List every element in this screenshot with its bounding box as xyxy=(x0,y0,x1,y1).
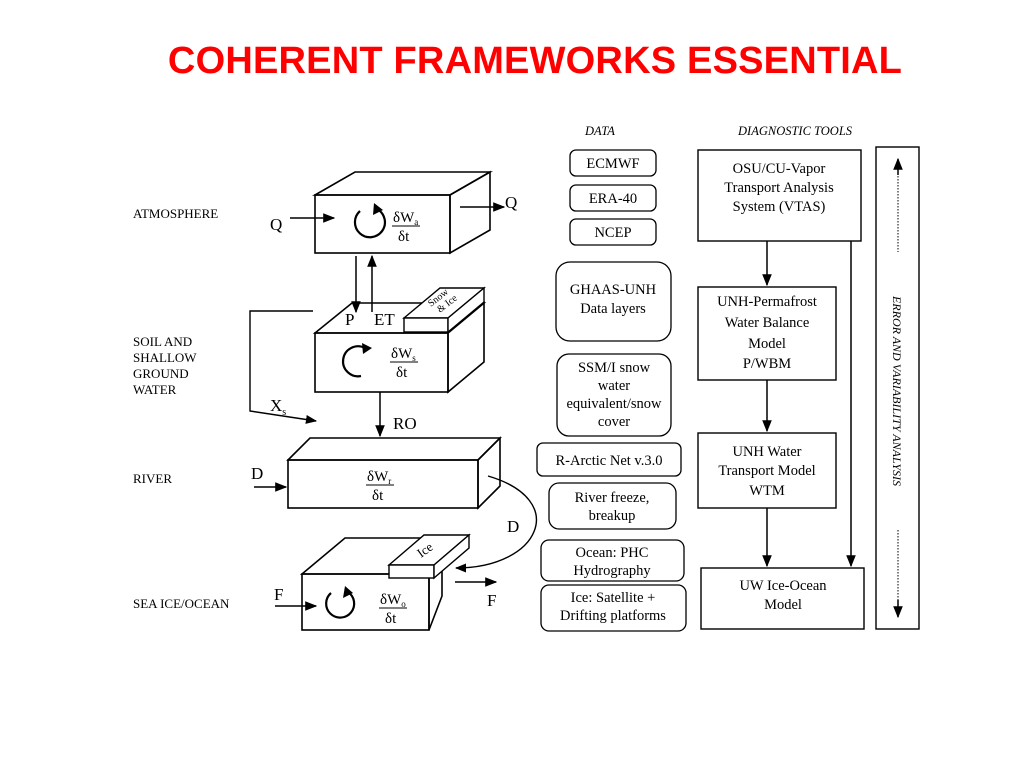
storage-river-num: δWr xyxy=(367,469,391,486)
tool-box-uw xyxy=(700,567,865,630)
tool-pwbm-line: P/WBM xyxy=(743,356,791,372)
data-box-ocean-phc xyxy=(540,539,685,582)
tool-vtas-line: Transport Analysis xyxy=(724,180,834,196)
storage-soil-den: δt xyxy=(396,365,408,381)
data-ncep: NCEP xyxy=(594,225,631,241)
storage-river-den: δt xyxy=(372,488,384,504)
flux-f-in: F xyxy=(274,585,283,604)
arrow-xs xyxy=(249,310,318,424)
data-ghaas-line: Data layers xyxy=(580,301,646,317)
cycle-icon xyxy=(341,343,372,378)
data-ghaas-line: GHAAS-UNH xyxy=(570,282,657,298)
data-box-ncep xyxy=(569,218,657,246)
tool-box-vtas xyxy=(697,149,862,242)
data-ocean-phc-line: Ocean: PHC xyxy=(576,545,649,561)
data-box-river-freeze xyxy=(548,482,677,530)
tool-vtas-line: OSU/CU-Vapor xyxy=(733,161,826,177)
data-ecmwf: ECMWF xyxy=(586,156,639,172)
data-ssmi-line: equivalent/snow xyxy=(566,396,662,412)
data-ssmi-line: SSM/I snow xyxy=(578,360,651,376)
data-box-era40 xyxy=(569,184,657,212)
tool-uw-line: UW Ice-Ocean xyxy=(739,578,827,594)
atmosphere-box xyxy=(312,170,493,255)
data-ssmi-line: cover xyxy=(598,414,630,430)
data-box-ecmwf xyxy=(569,149,657,177)
flux-d-in: D xyxy=(251,464,263,483)
data-ice-satellite-line: Ice: Satellite + xyxy=(571,590,656,606)
tool-pwbm-line: Water Balance xyxy=(725,315,810,331)
data-box-ghaas xyxy=(555,261,672,342)
page-title: COHERENT FRAMEWORKS ESSENTIAL xyxy=(167,40,903,82)
label-soil-line: GROUND xyxy=(133,366,189,381)
soil-box xyxy=(312,301,487,394)
ice-block: Ice xyxy=(387,533,471,580)
snow-ice-block: Snow & Ice xyxy=(402,286,486,334)
data-era40: ERA-40 xyxy=(589,191,637,207)
data-ocean-phc-line: Hydrography xyxy=(573,563,651,579)
data-box-ice-satellite xyxy=(540,584,687,632)
flux-ro: RO xyxy=(393,414,417,433)
label-sea-ice-ocean: SEA ICE/OCEAN xyxy=(133,596,230,611)
label-atmosphere: ATMOSPHERE xyxy=(133,206,218,221)
flux-d-out: D xyxy=(507,517,519,536)
flux-et: ET xyxy=(374,310,395,329)
label-soil-line: SOIL AND xyxy=(133,334,192,349)
tool-pwbm-line: Model xyxy=(748,336,786,352)
flux-p: P xyxy=(345,310,354,329)
flux-q-in: Q xyxy=(270,215,282,234)
flux-q-out: Q xyxy=(505,193,517,212)
error-analysis-box xyxy=(875,146,920,630)
data-river-freeze-line: breakup xyxy=(589,508,636,524)
tool-wtm-line: Transport Model xyxy=(718,463,815,479)
flux-xs: Xs xyxy=(270,396,286,418)
tool-uw-line: Model xyxy=(764,597,802,613)
tool-pwbm-line: UNH-Permafrost xyxy=(717,294,817,310)
data-box-rarctic xyxy=(536,442,682,477)
river-box xyxy=(286,436,502,510)
header-diagnostic-tools: DIAGNOSTIC TOOLS xyxy=(737,124,853,138)
cycle-icon xyxy=(325,586,356,619)
header-data: DATA xyxy=(584,124,615,138)
label-soil-line: SHALLOW xyxy=(133,350,197,365)
error-analysis-label: ERROR AND VARIABILITY ANALYSIS xyxy=(890,295,904,486)
storage-atmosphere-den: δt xyxy=(398,229,410,245)
storage-ocean-num: δWo xyxy=(380,592,406,609)
flux-f-out: F xyxy=(487,591,496,610)
tool-wtm-line: WTM xyxy=(749,483,785,499)
data-ssmi-line: water xyxy=(598,378,630,394)
cycle-icon xyxy=(353,203,387,239)
data-box-ssmi xyxy=(556,353,672,437)
storage-atmosphere-num: δWa xyxy=(393,210,418,227)
data-ice-satellite-line: Drifting platforms xyxy=(560,608,666,624)
tool-wtm-line: UNH Water xyxy=(732,444,801,460)
storage-ocean-den: δt xyxy=(385,611,397,627)
tool-vtas-line: System (VTAS) xyxy=(733,199,826,215)
storage-soil-num: δWs xyxy=(391,346,416,363)
data-river-freeze-line: River freeze, xyxy=(575,490,650,506)
arrow-d-out xyxy=(454,475,537,573)
data-rarctic: R-Arctic Net v.3.0 xyxy=(556,453,663,469)
label-soil-line: WATER xyxy=(133,382,177,397)
label-river: RIVER xyxy=(133,471,172,486)
label-soil: SOIL AND SHALLOW GROUND WATER xyxy=(133,334,197,397)
